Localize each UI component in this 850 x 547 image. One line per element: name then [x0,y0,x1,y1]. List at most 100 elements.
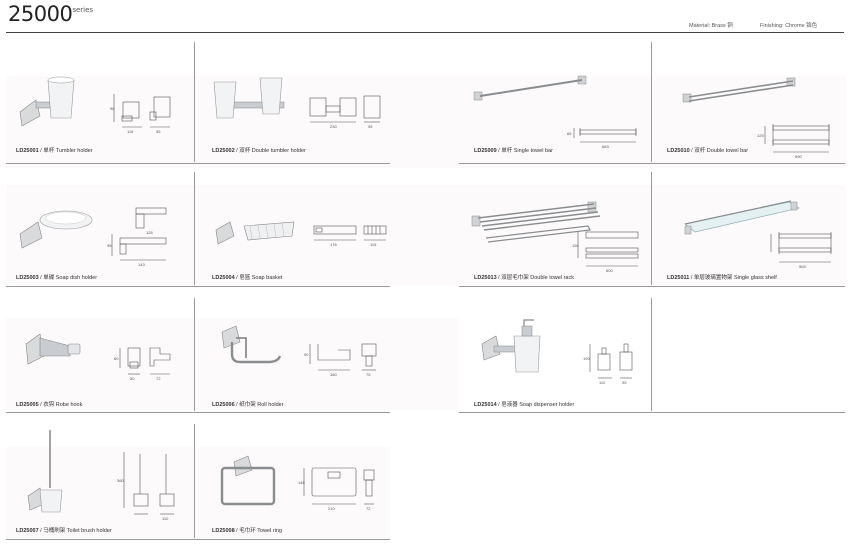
grid-vline [194,424,195,538]
soap-dish-holder-illustration: 126 95 143 [19,207,167,267]
towel-ring-illustration: 146 210 72 [220,455,375,511]
grid-vline [194,172,195,285]
product-ld25009[interactable]: 65 663 LD25009 / 单杆 Single towel bar [462,42,662,162]
roll-holder-illustration: 90 160 75 [221,325,377,377]
product-name: 单杯 Tumbler holder [43,148,93,154]
product-ld25010[interactable]: 125 690 LD25010 / 双杆 Double towel bar [655,42,850,162]
grid-hline [459,412,845,413]
dim-label: 90 [304,352,309,357]
product-caption: LD25014 / 皂液器 Soap dispenser holder [474,402,575,408]
dim-label: 95 [156,129,161,134]
series-number: 25000 [8,2,73,26]
product-ld25003[interactable]: 126 95 143 LD25003 / 单碟 Soap dish holder [10,172,210,292]
dim-label: 98 [110,106,115,111]
grid-hline [6,286,390,287]
product-code: LD25007 [16,528,39,534]
product-code: LD25010 [667,148,690,154]
product-caption: LD25013 / 双层毛巾架 Double towel rack [474,275,574,281]
product-caption: LD25006 / 纸巾架 Roll holder [212,402,284,408]
product-ld25008[interactable]: 146 210 72 LD25008 / 毛巾环 Towel ring [200,424,400,544]
product-caption: LD25001 / 单杯 Tumbler holder [16,148,93,154]
product-name: 纸巾架 Roll holder [239,402,284,408]
robe-hook-illustration: 60 50 72 [25,333,171,381]
product-code: LD25005 [16,402,39,408]
product-code: LD25002 [212,148,235,154]
dim-label: 663 [602,144,609,149]
product-name: 单杆 Single towel bar [501,148,553,154]
grid-hline [6,412,390,413]
row-panel-1 [6,76,846,168]
dim-label: 125 [757,133,764,138]
dim-label: 360 [117,478,124,483]
product-caption: LD25009 / 单杆 Single towel bar [474,148,553,154]
dim-label: 95 [107,243,112,248]
soap-dispenser-holder-illustration: 190 110 95 [481,319,633,385]
product-ld25011[interactable]: 565 LD25011 / 单层玻璃置物架 Single glass shelf [655,172,850,292]
double-tumbler-holder-illustration: 230 95 [213,77,381,129]
dim-label: 110 [162,516,169,521]
product-ld25001[interactable]: 98 119 95 LD25001 / 单杯 Tumbler holder [10,42,210,162]
grid-vline [651,172,652,285]
product-name: 马桶刷架 Toilet brush holder [43,528,112,534]
product-code: LD25014 [474,402,497,408]
product-caption: LD25010 / 双杆 Double towel bar [667,148,749,154]
product-code: LD25008 [212,528,235,534]
product-ld25014[interactable]: 190 110 95 LD25014 / 皂液器 Soap dispenser … [462,298,662,418]
product-ld25004[interactable]: 176 115 LD25004 / 皂篮 Soap basket [200,172,400,292]
row-panel-2 [6,185,846,285]
tumbler-holder-illustration [19,76,171,128]
dim-label: 95 [622,380,627,385]
double-towel-bar-illustration: 125 690 [682,77,830,159]
product-name: 双层毛巾架 Double towel rack [501,275,574,281]
product-ld25007[interactable]: 360 110 LD25007 / 马桶刷架 Toilet brush hold… [10,424,210,544]
product-code: LD25004 [212,275,235,281]
product-ld25013[interactable]: 150 600 LD25013 / 双层毛巾架 Double towel rac… [462,172,662,292]
dim-label: 110 [599,380,606,385]
dim-label: 176 [330,242,337,247]
product-code: LD25013 [474,275,497,281]
dim-label: 210 [328,506,335,511]
product-caption: LD25002 / 双杯 Double tumbler holder [212,148,306,154]
product-name: 双杆 Double towel bar [694,148,749,154]
dim-label: 600 [606,268,613,273]
dim-label: 65 [567,131,572,136]
dim-label: 126 [146,230,153,235]
product-name: 衣钩 Robe hook [43,402,83,408]
dim-label: 115 [370,242,377,247]
toilet-brush-holder-illustration: 360 110 [27,430,175,521]
dim-label: 75 [366,372,371,377]
product-caption: LD25007 / 马桶刷架 Toilet brush holder [16,528,112,534]
finishing-label: Finishing: Chrome 铬色 [760,23,818,29]
product-name: 双杯 Double tumbler holder [239,148,306,154]
row-panel-4 [6,447,390,539]
grid-vline [651,42,652,162]
dim-label: 50 [130,376,135,381]
single-towel-bar-illustration: 65 663 [473,75,637,149]
product-name: 单碟 Soap dish holder [43,275,98,281]
dim-label: 190 [583,356,590,361]
product-name: 单层玻璃置物架 Single glass shelf [693,275,777,281]
product-caption: LD25003 / 单碟 Soap dish holder [16,275,98,281]
product-name: 皂液器 Soap dispenser holder [501,402,575,408]
grid-hline [459,286,845,287]
product-name: 皂篮 Soap basket [239,275,283,281]
product-caption: LD25004 / 皂篮 Soap basket [212,275,283,281]
soap-basket-illustration: 176 115 [215,221,387,247]
dim-label: 143 [138,262,145,267]
dim-label: 72 [156,376,161,381]
product-caption: LD25005 / 衣钩 Robe hook [16,402,83,408]
dim-label: 72 [366,506,371,511]
dim-label: 95 [368,124,373,129]
single-glass-shelf-illustration: 565 [684,200,832,269]
series-title: 25000series [8,2,93,26]
product-ld25005[interactable]: 60 50 72 LD25005 / 衣钩 Robe hook [10,298,210,418]
product-code: LD25009 [474,148,497,154]
grid-hline [6,163,390,164]
product-code: LD25001 [16,148,39,154]
grid-vline [651,298,652,411]
product-ld25002[interactable]: 230 95 LD25002 / 双杯 Double tumbler holde… [200,42,400,162]
product-name: 毛巾环 Towel ring [239,528,283,534]
product-caption: LD25011 / 单层玻璃置物架 Single glass shelf [667,275,777,281]
product-ld25006[interactable]: 90 160 75 LD25006 / 纸巾架 Roll holder [200,298,400,418]
grid-vline [194,298,195,411]
